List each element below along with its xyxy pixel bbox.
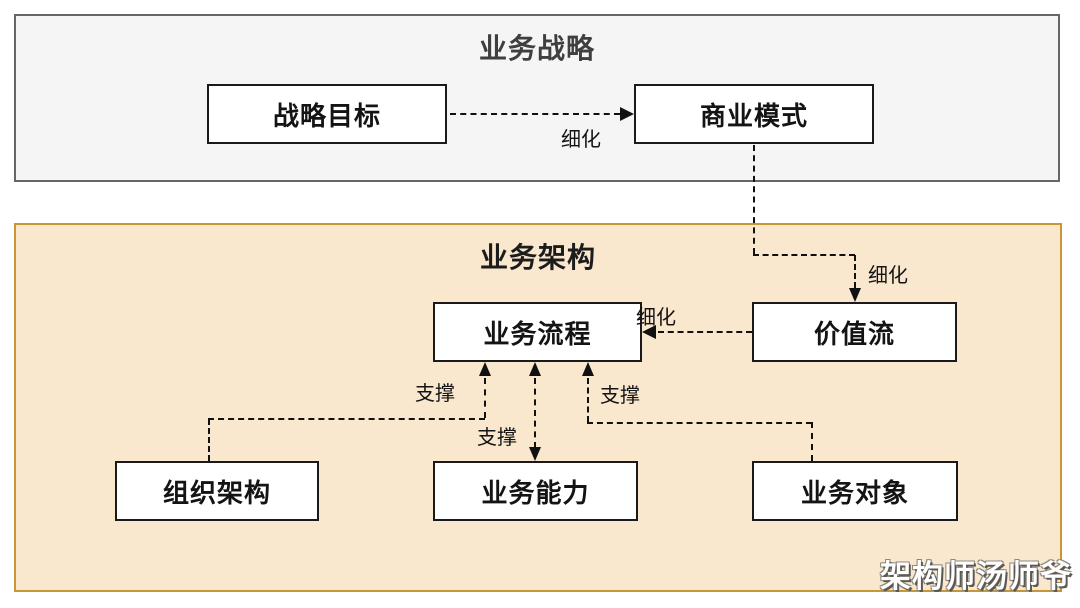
edge-segment	[484, 378, 486, 418]
edge-label-support: 支撑	[415, 383, 455, 405]
node-business-object: 业务对象	[752, 461, 958, 521]
node-org-structure-label: 组织架构	[162, 477, 271, 508]
section-business-strategy: 业务战略	[14, 14, 1060, 182]
arrowhead-down-icon	[529, 447, 541, 461]
edge-segment	[587, 378, 589, 422]
edge-segment	[208, 418, 485, 420]
node-business-process: 业务流程	[433, 302, 642, 362]
edge-label-support: 支撑	[600, 385, 640, 407]
arrowhead-up-icon	[582, 362, 594, 376]
edge-label-refine: 细化	[868, 265, 908, 287]
edge-segment	[811, 422, 813, 461]
edge-label-support: 支撑	[477, 427, 517, 449]
node-strategic-goal: 战略目标	[207, 84, 447, 144]
arrowhead-up-icon	[479, 362, 491, 376]
node-strategic-goal-label: 战略目标	[272, 100, 381, 131]
edge-segment	[753, 254, 855, 256]
edge-label-refine: 细化	[636, 307, 676, 329]
section-business-architecture: 业务架构	[14, 223, 1062, 592]
node-business-capability: 业务能力	[433, 461, 638, 521]
arrowhead-up-icon	[529, 362, 541, 376]
node-org-structure: 组织架构	[115, 461, 319, 521]
node-value-stream-label: 价值流	[813, 318, 895, 349]
watermark: 架构师汤师爷	[880, 559, 1072, 594]
edge-segment	[450, 113, 620, 115]
node-value-stream: 价值流	[752, 302, 957, 362]
node-business-model-label: 商业模式	[699, 100, 808, 131]
edge-segment	[208, 419, 210, 461]
edge-segment	[587, 422, 812, 424]
edge-segment	[658, 331, 752, 333]
node-business-process-label: 业务流程	[483, 318, 592, 349]
edge-label-refine: 细化	[561, 129, 601, 151]
node-business-object-label: 业务对象	[800, 477, 909, 508]
edge-segment	[854, 255, 856, 288]
node-business-model: 商业模式	[634, 84, 874, 144]
arrowhead-left-icon	[642, 325, 656, 339]
section-title-business-strategy: 业务战略	[478, 33, 595, 64]
edge-segment	[753, 145, 755, 254]
section-title-business-architecture: 业务架构	[479, 242, 596, 273]
edge-segment	[534, 378, 536, 448]
arrowhead-right-icon	[620, 107, 634, 121]
node-business-capability-label: 业务能力	[481, 477, 590, 508]
arrowhead-down-icon	[849, 288, 861, 302]
